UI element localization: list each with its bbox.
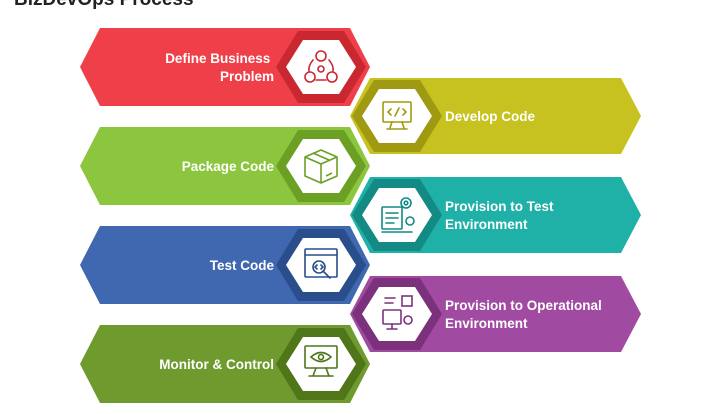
step-test-code: Test Code (80, 226, 370, 304)
step-define-business-problem: Define Business Problem (80, 28, 370, 106)
step-provision-operational-environment: Provision to Operational Environment (350, 276, 641, 352)
page-title: BizDevOps Process (14, 0, 194, 11)
step-4-hex-inner (362, 188, 432, 242)
step-2-hex-inner (362, 89, 432, 143)
test-environment-icon (381, 197, 415, 233)
package-box-icon (304, 149, 338, 184)
step-6-label: Provision to Operational Environment (445, 298, 606, 331)
step-7-label: Monitor & Control (159, 357, 274, 372)
step-2-label: Develop Code (445, 109, 536, 124)
step-develop-code: Develop Code (350, 78, 641, 154)
step-package-code: Package Code (80, 127, 370, 205)
problem-solving-icon (304, 50, 338, 83)
step-1-hex-inner (286, 40, 356, 94)
operational-environment-icon (382, 295, 413, 330)
step-5-label: Test Code (210, 258, 275, 273)
monitor-eye-icon (304, 345, 338, 377)
step-provision-test-environment: Provision to Test Environment (350, 177, 641, 253)
code-monitor-icon (382, 101, 412, 130)
step-monitor-control: Monitor & Control (80, 325, 370, 403)
step-1-label: Define Business Problem (165, 51, 274, 84)
step-3-label: Package Code (182, 159, 275, 174)
step-4-label: Provision to Test Environment (445, 199, 557, 232)
code-inspect-icon (304, 248, 338, 279)
step-6-hex-inner (362, 287, 432, 341)
step-7-hex-inner (286, 337, 356, 391)
